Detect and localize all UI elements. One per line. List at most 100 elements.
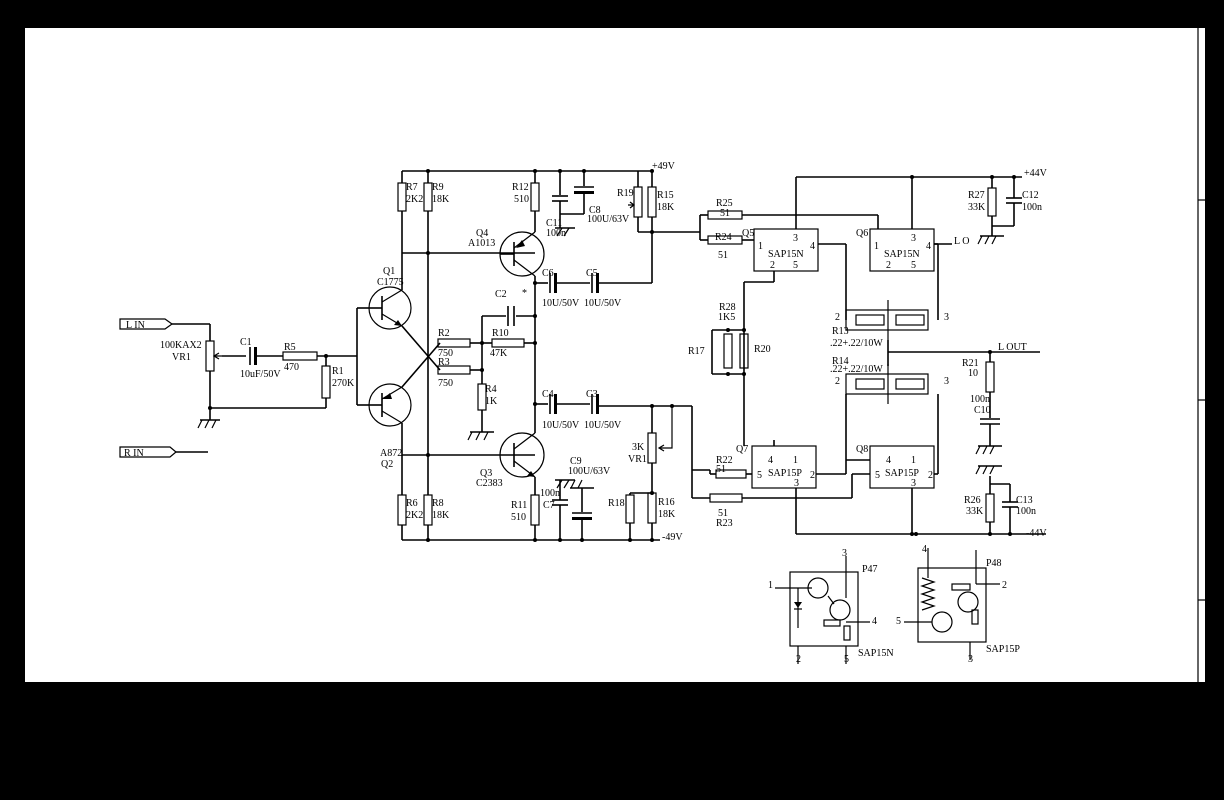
schematic-stroke <box>982 445 988 455</box>
schematic-stroke <box>917 567 987 643</box>
schematic-stroke <box>381 289 403 303</box>
q5-part-label: SAP15N <box>768 249 804 260</box>
schematic-stroke <box>989 445 995 455</box>
schematic-stroke <box>394 320 402 326</box>
schematic-stroke <box>742 328 746 332</box>
q5-sap15n <box>753 228 819 272</box>
r7-value-label: 2K2 <box>406 194 423 205</box>
schematic-stroke <box>563 227 570 237</box>
schematic-stroke <box>975 445 981 455</box>
r10-ref-label: R10 <box>492 328 509 339</box>
r26-ref-label: R26 <box>964 495 981 506</box>
schematic-stroke <box>985 361 995 393</box>
schematic-stroke <box>895 314 925 326</box>
schematic-stroke <box>628 538 632 542</box>
r6-ref-label: R6 <box>406 498 418 509</box>
schematic-stroke <box>197 419 203 429</box>
schematic-stroke <box>558 169 562 173</box>
schematic-stroke <box>742 372 746 376</box>
schematic-stroke <box>931 611 953 633</box>
q3-ref-label: Q3 <box>480 468 492 479</box>
c12-ref-label: C12 <box>1022 190 1039 201</box>
r4-value-label: 1K <box>485 396 498 407</box>
q1-part-label: C1775 <box>377 277 404 288</box>
pins-p4-label: 4 <box>922 544 927 555</box>
q8-sap15p <box>869 445 935 489</box>
q2-part-label: A872 <box>380 448 402 459</box>
r20-ref-label: R20 <box>754 344 771 355</box>
schematic-stroke <box>657 406 673 452</box>
c12-value-label: 100n <box>1022 202 1042 213</box>
ports-l-o-label: L O <box>954 236 969 247</box>
r2-ref-label: R2 <box>438 328 450 339</box>
schematic-stroke <box>596 273 599 293</box>
pins-p2-label: 2 <box>835 376 840 387</box>
schematic-stroke <box>977 235 983 245</box>
amplifier-schematic: L IN 100KAX2 VR1 C1 10uF/50V R5 470 R1 2… <box>119 28 1205 682</box>
r22-ref-label: R22 <box>716 455 733 466</box>
schematic-stroke <box>739 333 749 369</box>
pins-p3-label: 3 <box>911 233 916 244</box>
q1-transistor <box>368 286 412 330</box>
r13-value-label: .22+.22/10W <box>830 338 883 349</box>
pins-p4-label: 4 <box>886 455 891 466</box>
schematic-stroke <box>650 538 654 542</box>
schematic-stroke <box>1012 175 1016 179</box>
schematic-stroke <box>480 368 484 372</box>
r8-ref-label: R8 <box>432 498 444 509</box>
vr1-bias-ref-label: VR1 <box>628 454 647 465</box>
schematic-stroke <box>530 182 540 212</box>
schematic-stroke <box>554 273 557 293</box>
schematic-stroke <box>475 431 481 441</box>
r11-value-label: 510 <box>511 512 526 523</box>
q6-part-label: SAP15N <box>884 249 920 260</box>
schematic-stroke <box>574 191 594 194</box>
c9-value-label: 100U/63V <box>568 466 611 477</box>
r23-value-label: 51 <box>718 508 728 519</box>
pins-p1-label: 1 <box>911 455 916 466</box>
c1-value-label: 10uF/50V <box>240 369 281 380</box>
r17-ref-label: R17 <box>688 346 705 357</box>
c11-ref-label: C11 <box>546 218 562 229</box>
schematic-stroke <box>855 378 885 390</box>
c8-ref-label: C8 <box>589 205 601 216</box>
q4-ref-label: Q4 <box>476 228 488 239</box>
schematic-stroke <box>914 532 918 536</box>
vas-section: R12 510 Q4 A1013 * Q3 C2383 R11 510 <box>468 161 683 543</box>
q7-part-label: SAP15P <box>768 468 802 479</box>
q2-ref-label: Q2 <box>381 459 393 470</box>
q5-ref-label: Q5 <box>742 228 754 239</box>
text-label: * <box>522 288 527 299</box>
schematic-stroke <box>533 538 537 542</box>
schematic-stroke <box>527 471 535 477</box>
schematic-stroke <box>920 577 936 611</box>
r10-value-label: 47K <box>490 348 508 359</box>
schematic-stroke <box>533 169 537 173</box>
r13-ref-label: R13 <box>832 326 849 337</box>
schematic-stroke <box>570 479 576 489</box>
r26-value-label: 33K <box>966 506 984 517</box>
schematic-stroke <box>991 235 997 245</box>
schematic-stroke <box>807 577 829 599</box>
schematic-stroke <box>951 583 971 591</box>
bias-network: R19 R15 18K 3K VR1 R16 18K R18 <box>608 169 710 542</box>
schematic-stroke <box>437 338 471 348</box>
schematic-stroke <box>647 186 657 218</box>
schematic-stroke <box>988 532 992 536</box>
r28-value-label: 1K5 <box>718 312 735 323</box>
schematic-stroke <box>971 609 979 625</box>
schematic-stroke <box>426 538 430 542</box>
output-stage: R25 51 R24 51 Q5 1 3 4 SAP15N 2 5 Q6 1 3… <box>688 168 1048 539</box>
schematic-stroke <box>726 328 730 332</box>
pins-p5-label: 5 <box>896 616 901 627</box>
pins-p3-label: 3 <box>944 376 949 387</box>
r3-value-label: 750 <box>438 378 453 389</box>
r21-ref-label: R21 <box>962 358 979 369</box>
schematic-stroke <box>381 386 403 400</box>
r14-value-label: .22+.22/10W <box>830 364 883 375</box>
schematic-stroke <box>982 465 988 475</box>
c6-value-label: 10U/50V <box>542 298 580 309</box>
pins-p1-label: 1 <box>768 580 773 591</box>
r-in-port <box>119 446 177 458</box>
c6-ref-label: C6 <box>542 268 554 279</box>
